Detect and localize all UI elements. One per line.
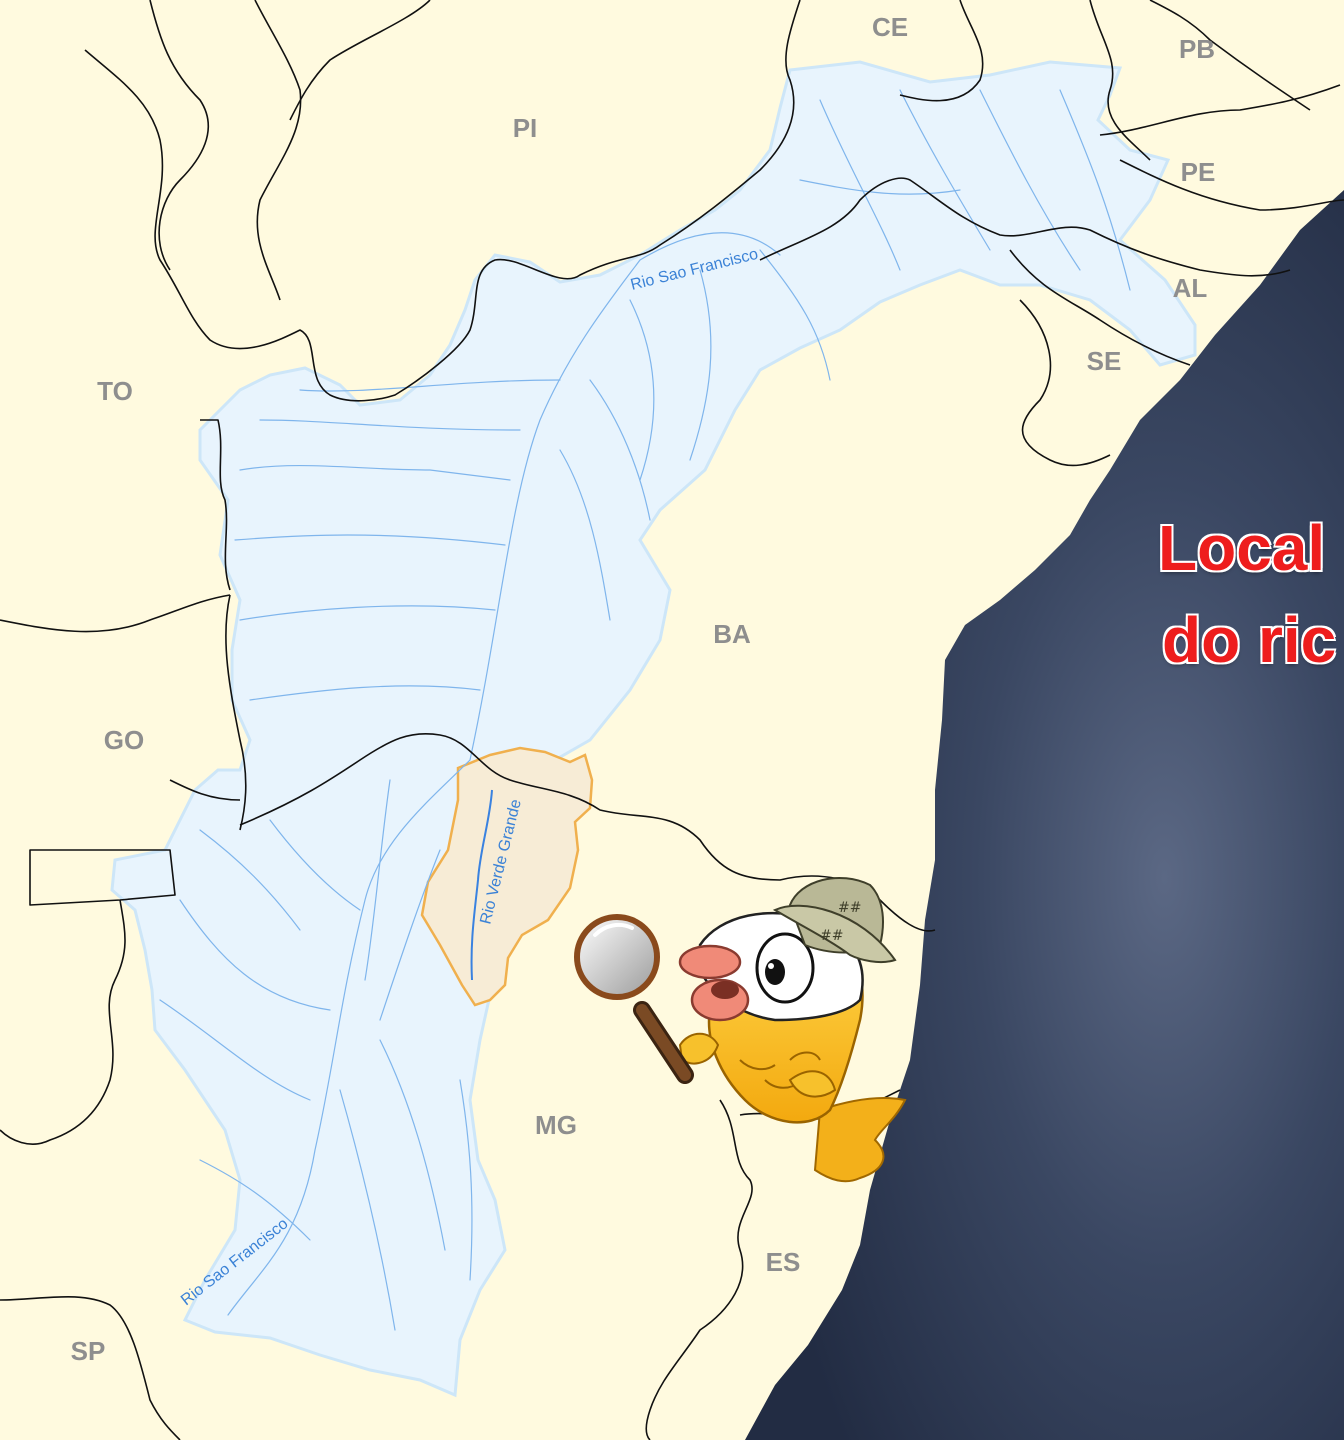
state-label-se: SE: [1087, 346, 1122, 376]
verde-grande-subbasin: [420, 746, 594, 1007]
svg-text:##: ##: [838, 900, 861, 916]
state-label-mg: MG: [535, 1110, 577, 1140]
svg-text:##: ##: [820, 928, 843, 944]
slide-title-line-2: do ric: [1162, 604, 1337, 676]
slide-title-line-1: Local: [1158, 512, 1326, 584]
ocean: [745, 190, 1344, 1440]
state-label-ce: CE: [872, 12, 908, 42]
verde-grande-river: [470, 789, 493, 981]
state-label-to: TO: [97, 376, 133, 406]
sao-francisco-basin: [110, 60, 1197, 1398]
state-label-sp: SP: [71, 1336, 106, 1366]
state-label-pi: PI: [513, 113, 538, 143]
state-label-al: AL: [1173, 273, 1208, 303]
river-network: [159, 89, 1131, 1331]
fish-detective-icon: ## ##: [678, 877, 907, 1183]
state-label-pb: PB: [1179, 34, 1215, 64]
state-label-ba: BA: [713, 619, 751, 649]
magnifying-glass-icon: [574, 914, 694, 1084]
state-label-pe: PE: [1181, 157, 1216, 187]
state-label-go: GO: [104, 725, 144, 755]
state-label-es: ES: [766, 1247, 801, 1277]
